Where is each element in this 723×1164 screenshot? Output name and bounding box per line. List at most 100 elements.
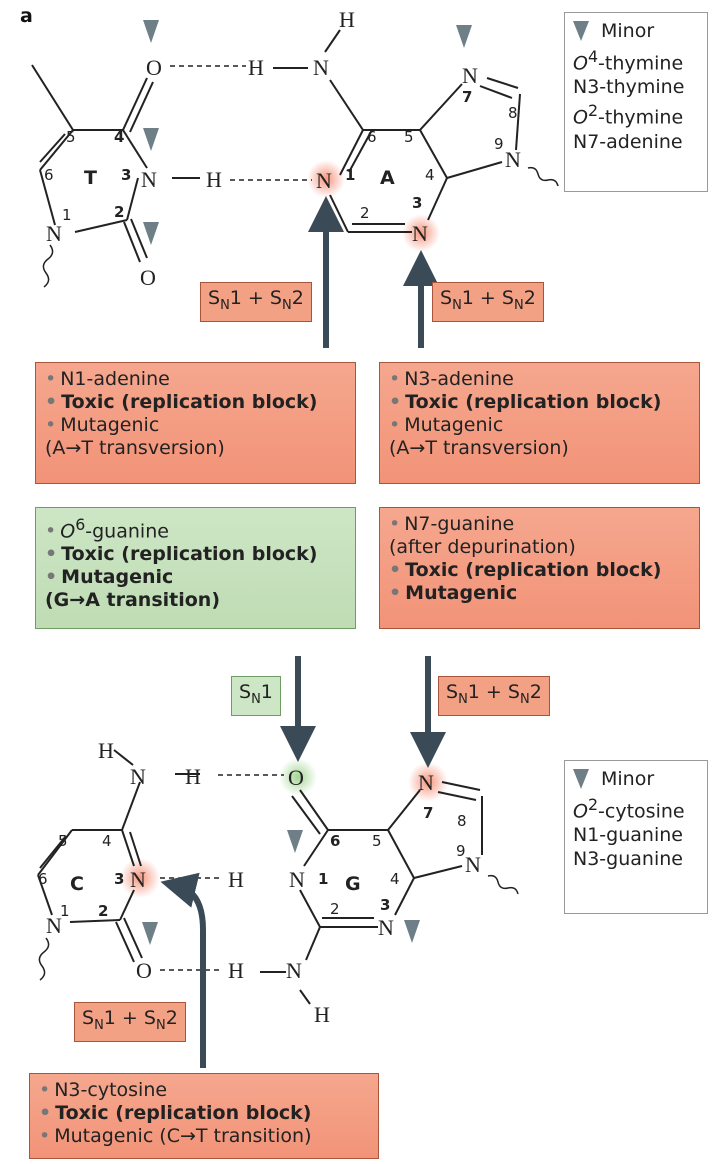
cytosine-structure xyxy=(37,749,200,981)
base-label-t: T xyxy=(84,167,97,189)
ring-number: 3 xyxy=(380,896,390,914)
atom-o2-cytosine: O xyxy=(136,958,152,983)
mechanism-label-sn1-sn2: SN1 + SN2 xyxy=(74,1002,186,1042)
ring-number: 3 xyxy=(121,166,131,184)
hbonds-cg xyxy=(160,774,284,971)
ring-number: 7 xyxy=(462,88,472,106)
ring-number: 6 xyxy=(330,832,340,850)
mechanism-label-sn1-sn2: SN1 + SN2 xyxy=(432,282,544,322)
atom-h: H xyxy=(185,764,201,789)
minor-site-icon xyxy=(456,25,472,48)
ring-number: 5 xyxy=(404,128,414,146)
atom-n4-cytosine: N xyxy=(130,764,146,789)
mechanism-label-sn1: SN1 xyxy=(231,676,281,716)
atom-n1-cytosine: N xyxy=(46,913,62,938)
minor-item: O4-thymine xyxy=(573,47,684,75)
atom-n1-guanine: N xyxy=(289,867,305,892)
ring-number: 2 xyxy=(98,902,108,920)
lesion-box-n3-cytosine: •N3-cytosine •Toxic (replication block) … xyxy=(29,1073,379,1159)
atom-n3-cytosine: N xyxy=(130,867,146,892)
ring-number: 5 xyxy=(58,832,68,850)
atom-n6-adenine: N xyxy=(313,55,329,80)
atom-n3-adenine: N xyxy=(412,221,428,246)
thymine-structure xyxy=(31,64,200,288)
panel-label: a xyxy=(20,5,33,27)
minor-title: Minor xyxy=(601,20,655,42)
ring-number: 8 xyxy=(457,812,467,830)
minor-item: N3-guanine xyxy=(573,848,683,871)
minor-triangle-icon xyxy=(573,769,589,789)
minor-item: O2-cytosine xyxy=(573,795,685,823)
minor-site-icon xyxy=(143,20,159,43)
ring-number: 1 xyxy=(60,902,70,920)
base-label-c: C xyxy=(70,873,84,895)
atom-h: H xyxy=(98,738,114,763)
atom-h: H xyxy=(314,1002,330,1027)
base-label-g: G xyxy=(345,873,361,895)
minor-site-icon xyxy=(142,922,158,945)
atom-n9-adenine: N xyxy=(505,147,521,172)
guanine-structure xyxy=(260,781,519,1005)
ring-number: 2 xyxy=(114,203,124,221)
glow-n3-adenine xyxy=(402,214,440,252)
ring-number: 1 xyxy=(345,166,355,184)
ring-number: 8 xyxy=(508,104,518,122)
ring-number: 4 xyxy=(102,832,112,850)
base-label-a: A xyxy=(380,167,395,189)
ring-number: 6 xyxy=(38,870,48,888)
atom-o6-guanine: O xyxy=(288,765,304,790)
ring-number: 9 xyxy=(456,842,466,860)
atom-h: H xyxy=(228,867,244,892)
ring-number: 6 xyxy=(367,128,377,146)
arrow-to-n3-cytosine xyxy=(160,872,206,1068)
atom-h: H xyxy=(228,958,244,983)
mechanism-label-sn1-sn2: SN1 + SN2 xyxy=(438,676,550,716)
ring-number: 4 xyxy=(114,128,124,146)
lesion-box-n1-adenine: •N1-adenine •Toxic (replication block) •… xyxy=(35,362,356,484)
ring-number: 5 xyxy=(372,832,382,850)
minor-sites-legend-top: Minor O4-thymine N3-thymine O2-thymine N… xyxy=(564,12,708,192)
glow-o6-guanine xyxy=(279,758,317,796)
atom-n3-thymine: N xyxy=(141,167,157,192)
ring-number: 3 xyxy=(114,870,124,888)
minor-site-icon xyxy=(404,920,420,943)
minor-site-icon xyxy=(287,830,303,853)
atom-n9-guanine: N xyxy=(465,852,481,877)
minor-item: N3-thymine xyxy=(573,76,685,99)
atom-n2-guanine: N xyxy=(286,958,302,983)
atom-n1-adenine: N xyxy=(316,168,332,193)
ring-number: 4 xyxy=(390,870,400,888)
ring-number: 1 xyxy=(62,206,72,224)
ring-number: 1 xyxy=(318,870,328,888)
ring-number: 7 xyxy=(423,804,433,822)
minor-site-icon xyxy=(143,222,159,245)
ring-number: 2 xyxy=(360,204,370,222)
lesion-box-n3-adenine: •N3-adenine •Toxic (replication block) •… xyxy=(379,362,700,484)
minor-item: N7-adenine xyxy=(573,130,683,153)
ring-number: 4 xyxy=(425,166,435,184)
ring-number: 5 xyxy=(66,128,76,146)
glow-n3-cytosine xyxy=(120,858,160,898)
hbonds-ta xyxy=(170,65,312,181)
lesion-box-o6-guanine: •O6-guanine •Toxic (replication block) •… xyxy=(35,507,356,629)
atom-h: H xyxy=(339,7,355,32)
adenine-structure xyxy=(273,29,559,233)
ring-number: 9 xyxy=(494,135,504,153)
atom-n7-guanine: N xyxy=(418,770,434,795)
ring-number: 6 xyxy=(44,166,54,184)
minor-title: Minor xyxy=(601,768,655,790)
atom-n1-thymine: N xyxy=(46,221,62,246)
lesion-box-n7-guanine: •N7-guanine (after depurination) •Toxic … xyxy=(379,507,700,629)
minor-triangle-icon xyxy=(573,21,589,41)
glow-n1-adenine xyxy=(307,160,345,198)
minor-item: N1-guanine xyxy=(573,824,683,847)
atom-n3-guanine: N xyxy=(378,915,394,940)
mechanism-label-sn1-sn2: SN1 + SN2 xyxy=(200,282,312,322)
minor-site-icon xyxy=(143,128,159,151)
atom-h: H xyxy=(206,167,222,192)
ring-number: 3 xyxy=(412,194,422,212)
ring-number: 2 xyxy=(330,900,340,918)
minor-item: O2-thymine xyxy=(573,101,684,129)
atom-n7-adenine: N xyxy=(462,63,478,88)
